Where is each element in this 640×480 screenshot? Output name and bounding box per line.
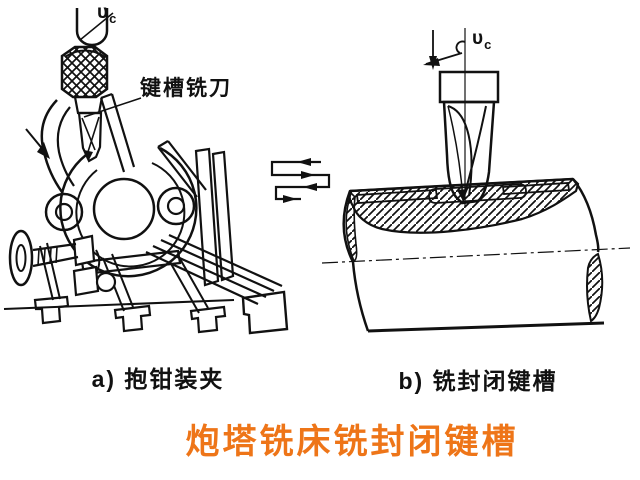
keyway-walls [355, 182, 571, 204]
feed-arrow-icon [25, 128, 50, 159]
cutter-label: 键槽铣刀 [140, 77, 232, 100]
slide-title: 炮塔铣床铣封闭键槽 [185, 423, 519, 461]
figure-b-drawing [321, 28, 631, 333]
clamp-jaw-arm [40, 99, 75, 193]
spindle-nose [75, 8, 109, 47]
cutting-speed-label-b: υc [472, 28, 492, 52]
keyway-cutter-b [442, 100, 496, 205]
cutter-leader-line [83, 97, 142, 118]
vc-subscript: c [109, 10, 118, 26]
serpentine-feed-path-icon [270, 158, 331, 203]
clamp-ears [44, 186, 196, 232]
angle-plate [194, 147, 235, 287]
keyway-cutter-a [77, 111, 103, 163]
cutting-speed-label-a: υc [97, 2, 117, 26]
vc-leader-line [79, 12, 114, 41]
shaft-left-outline [342, 190, 370, 332]
figure-a-drawing [3, 8, 289, 335]
plunge-feed-arrow-icon [429, 30, 437, 70]
workpiece-circle [92, 177, 156, 241]
shaft-centerline [321, 247, 631, 264]
vc-subscript: c [484, 36, 493, 52]
vc-symbol: υ [97, 2, 110, 23]
collet [73, 96, 104, 115]
shaft-right-outline [572, 178, 600, 253]
vc-symbol: υ [472, 28, 485, 49]
keyway-slot [428, 183, 527, 204]
shaft-right-end-hatched [586, 252, 604, 323]
cutter-shank [438, 70, 500, 104]
rotation-arrow-icon [423, 40, 466, 66]
collet-nut-chamfer [64, 49, 106, 58]
figure-a-caption: a) 抱钳装夹 [91, 366, 225, 392]
machine-table-line [3, 299, 235, 310]
clamp-body-inner [75, 162, 186, 268]
shaft-bottom-line [367, 321, 605, 333]
figure-b-caption: b) 铣封闭键槽 [398, 368, 558, 394]
clamp-body [59, 146, 198, 278]
fixture-feet [33, 295, 227, 334]
clamp-screw [8, 229, 96, 287]
clamp-bracket [72, 249, 117, 297]
rail-foot [241, 290, 289, 335]
shaft-left-end-hatched [345, 191, 358, 263]
collet-nut-knurled [60, 45, 109, 99]
table-rails [145, 233, 283, 305]
